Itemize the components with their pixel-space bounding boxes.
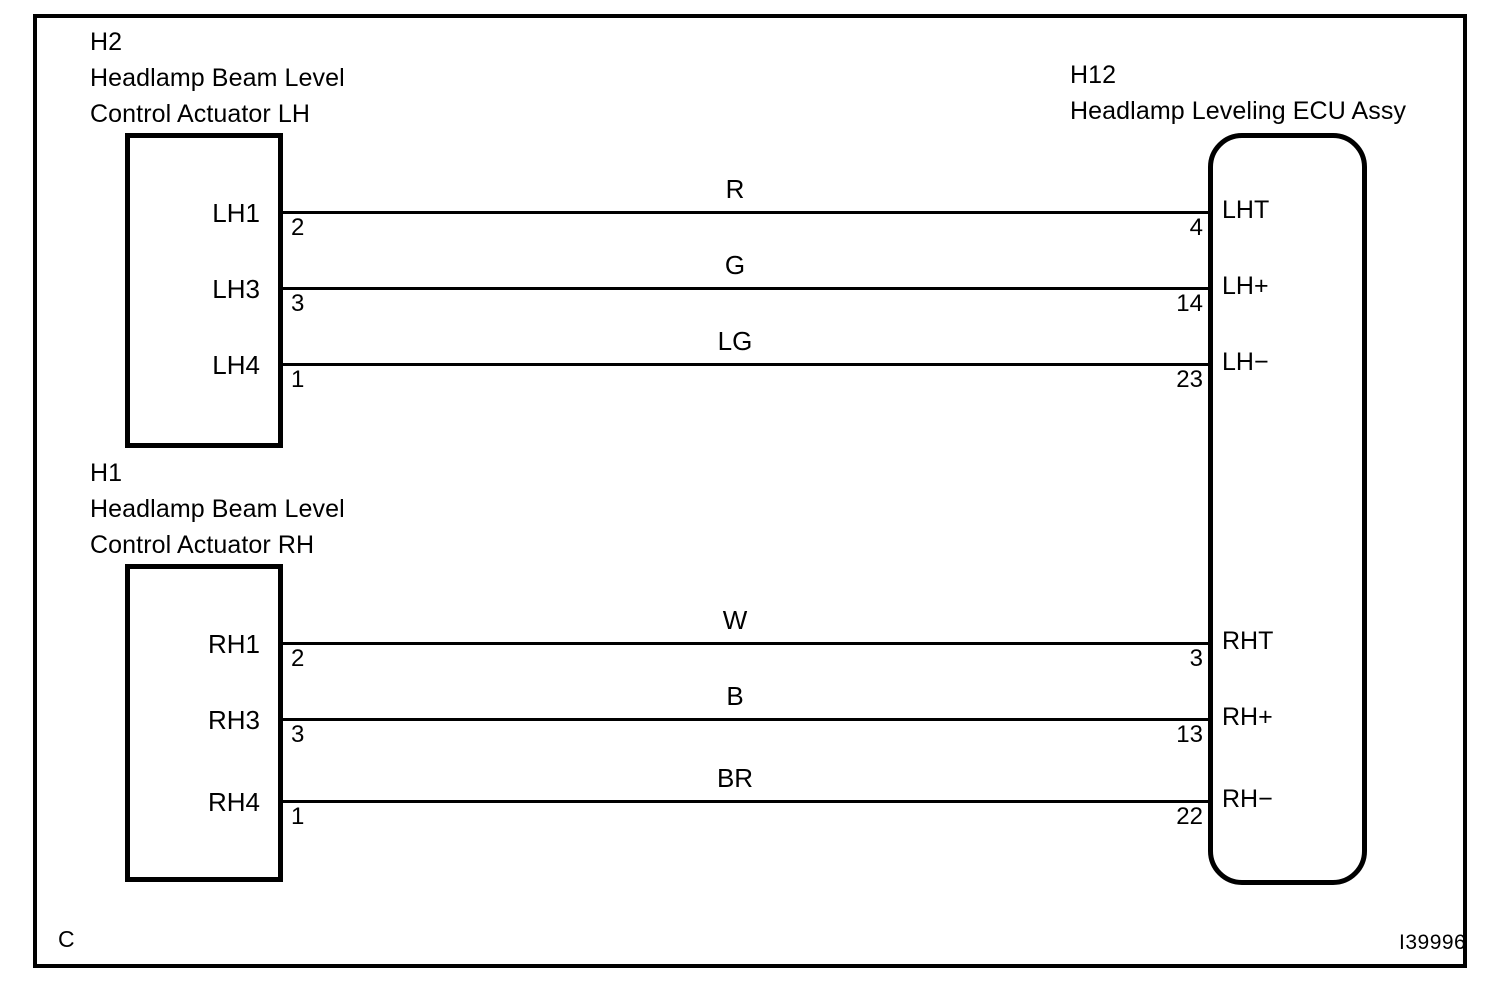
terminal-rh1-label: RH1 — [207, 629, 260, 659]
pin-number-lhminus: 23 — [1176, 366, 1203, 393]
pin-number-lh4: 1 — [291, 366, 305, 393]
terminal-rh3-label: RH3 — [207, 705, 260, 735]
connector-h2-code: H2 — [90, 28, 123, 56]
connector-h2-name-line1: Headlamp Beam Level — [90, 64, 345, 92]
wire-rh1-rht — [283, 642, 1211, 645]
terminal-lh3-label: LH3 — [212, 274, 260, 304]
pin-number-lht: 4 — [1189, 214, 1203, 241]
pin-number-rhminus: 22 — [1176, 803, 1203, 830]
connector-h2-name-line2: Control Actuator LH — [90, 100, 311, 128]
wire-rh3-rhplus — [283, 718, 1211, 721]
wire-color-label-w: W — [722, 605, 748, 635]
pin-number-lhplus: 14 — [1176, 290, 1203, 317]
wire-rh4-rhminus — [283, 800, 1211, 803]
connector-h2-caption: H2 Headlamp Beam Level Control Actuator … — [90, 24, 345, 132]
pin-number-rht: 3 — [1189, 645, 1203, 672]
connector-h1-code: H1 — [90, 459, 123, 487]
pin-number-lh1: 2 — [291, 214, 305, 241]
wire-lh1-lht — [283, 211, 1211, 214]
wire-color-label-g: G — [724, 250, 746, 280]
diagram-frame — [33, 14, 1467, 968]
ecu-h12-name: Headlamp Leveling ECU Assy — [1070, 97, 1407, 125]
terminal-rht-label: RHT — [1222, 627, 1274, 655]
connector-h1-name-line1: Headlamp Beam Level — [90, 495, 345, 523]
pin-number-rh3: 3 — [291, 721, 305, 748]
ecu-h12-box — [1208, 133, 1367, 885]
wire-lh4-lhminus — [283, 363, 1211, 366]
terminal-rhminus-label: RH− — [1222, 785, 1273, 813]
pin-number-rh4: 1 — [291, 803, 305, 830]
terminal-lhminus-label: LH− — [1222, 348, 1269, 376]
corner-mark-c: C — [58, 926, 75, 952]
ecu-h12-caption: H12 Headlamp Leveling ECU Assy — [1070, 57, 1406, 129]
pin-number-rhplus: 13 — [1176, 721, 1203, 748]
connector-h1-box — [125, 564, 283, 882]
wire-color-label-br: BR — [716, 763, 754, 793]
terminal-lht-label: LHT — [1222, 196, 1270, 224]
terminal-lh1-label: LH1 — [212, 198, 260, 228]
terminal-rh4-label: RH4 — [207, 787, 260, 817]
pin-number-lh3: 3 — [291, 290, 305, 317]
terminal-lh4-label: LH4 — [212, 350, 260, 380]
terminal-rhplus-label: RH+ — [1222, 703, 1273, 731]
wire-lh3-lhplus — [283, 287, 1211, 290]
wire-color-label-lg: LG — [717, 326, 753, 356]
pin-number-rh1: 2 — [291, 645, 305, 672]
wire-color-label-r: R — [725, 174, 745, 204]
figure-code: I39996 — [1399, 931, 1467, 954]
ecu-h12-code: H12 — [1070, 61, 1117, 89]
wire-color-label-b: B — [726, 681, 744, 711]
connector-h1-name-line2: Control Actuator RH — [90, 531, 315, 559]
connector-h1-caption: H1 Headlamp Beam Level Control Actuator … — [90, 455, 345, 563]
connector-h2-box — [125, 133, 283, 448]
terminal-lhplus-label: LH+ — [1222, 272, 1269, 300]
